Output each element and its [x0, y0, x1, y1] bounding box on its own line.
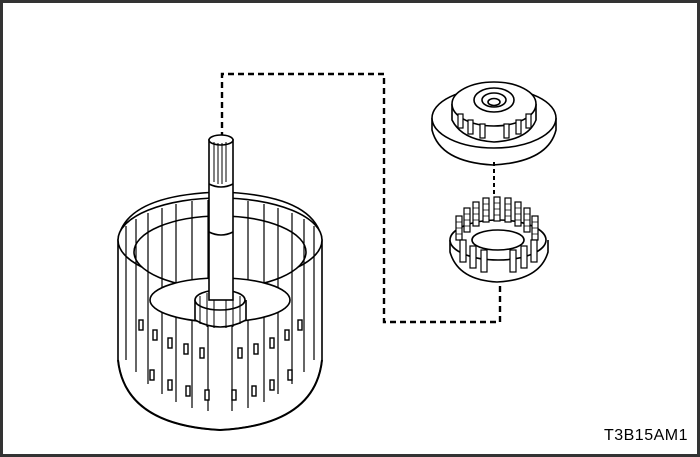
- coil-spring-ring-icon: [449, 196, 549, 283]
- clutch-drum-with-shaft-icon: [117, 134, 323, 432]
- leader-dashed-line: [220, 72, 502, 324]
- stepped-retainer-icon: [431, 81, 557, 166]
- figure-code: T3B15AM1: [603, 427, 688, 444]
